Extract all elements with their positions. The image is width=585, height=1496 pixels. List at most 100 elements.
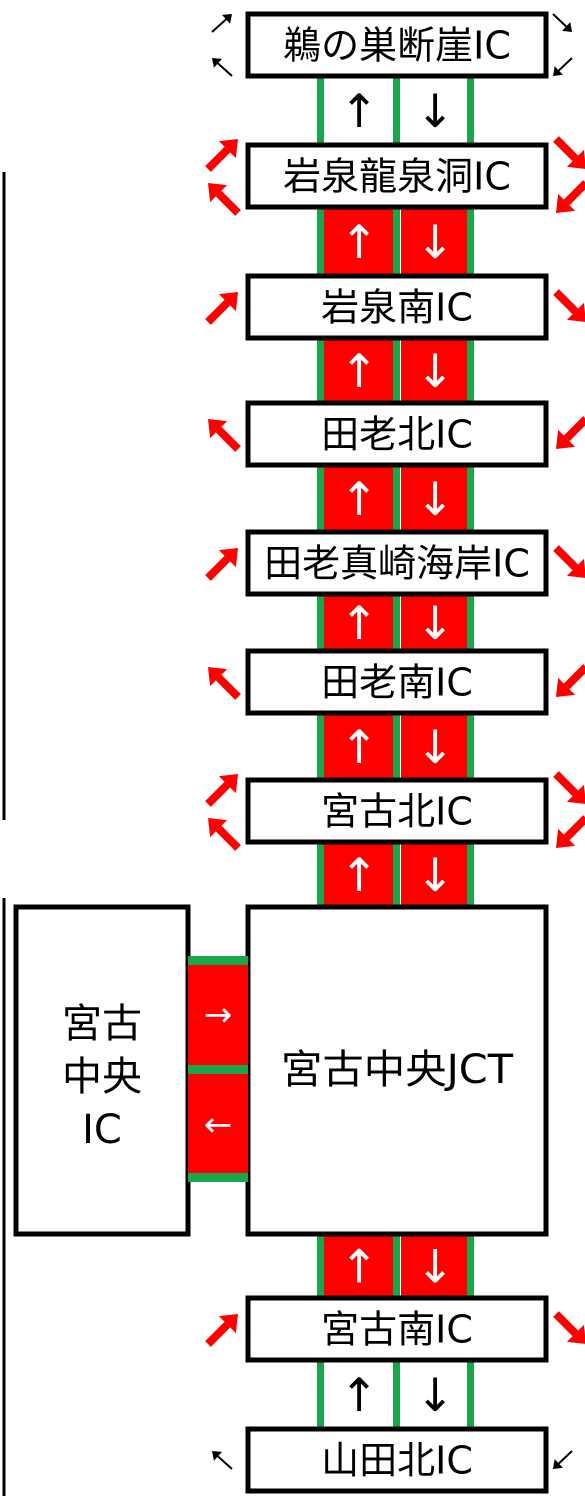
on-ramp-arrow-icon	[205, 774, 238, 807]
arrow-northbound: ↑	[340, 1240, 379, 1294]
interchange-label: 宮古北IC	[321, 790, 473, 834]
arrow-southbound: ↓	[416, 472, 455, 526]
ramp-arrows	[205, 13, 585, 1470]
lane-southbound	[401, 465, 470, 532]
side-ic-line-2: 中央	[62, 1054, 142, 1100]
arrow-southbound: ↓	[416, 344, 455, 398]
connector-green-middle	[188, 1065, 248, 1074]
interchange-label: 岩泉龍泉洞IC	[283, 155, 511, 199]
off-ramp-arrow-icon	[212, 1451, 233, 1470]
connector-green-bottom	[188, 1173, 248, 1182]
interchange-box	[245, 529, 549, 597]
lane-divider	[393, 207, 400, 276]
interchange-box	[245, 777, 549, 845]
arrow-northbound: ↑	[340, 84, 379, 138]
lane-divider	[317, 713, 324, 780]
lane-northbound	[323, 713, 395, 780]
arrow-northbound: ↑	[340, 215, 379, 269]
road-segment: ↑↓	[317, 465, 474, 532]
interchange-ic6: 田老南IC	[245, 648, 549, 716]
off-ramp-arrow-icon	[208, 667, 241, 700]
lane-northbound	[323, 842, 395, 907]
arrow-northbound: ↑	[340, 596, 379, 650]
off-ramp-arrow-icon	[553, 289, 585, 322]
lane-divider	[393, 1234, 400, 1298]
on-ramp-arrow-icon	[205, 292, 238, 325]
lane-southbound	[401, 842, 470, 907]
interchange-ic2: 岩泉龍泉洞IC	[245, 142, 549, 210]
on-ramp-arrow-icon	[556, 664, 585, 697]
road-segment: ↑↓	[317, 842, 474, 907]
interchange-box	[245, 400, 549, 468]
connector-arrow-east: →	[204, 995, 233, 1035]
on-ramp-arrow-icon	[205, 548, 238, 581]
arrow-southbound: ↓	[416, 596, 455, 650]
interchange-box	[245, 11, 549, 79]
side-ic-line-1: 宮古	[62, 1001, 142, 1047]
lane-divider	[317, 594, 324, 651]
lane-northbound	[323, 338, 395, 403]
lane-southbound	[401, 713, 470, 780]
on-ramp-arrow-icon	[553, 57, 573, 76]
interchange-label: 鵜の巣断崖IC	[283, 24, 511, 68]
interchange-box	[245, 648, 549, 716]
on-ramp-arrow-icon	[205, 139, 238, 172]
lane-divider	[393, 842, 400, 907]
interchange-box	[245, 1426, 549, 1494]
lane-divider	[393, 713, 400, 780]
interchange-ic8: 宮古南IC	[245, 1295, 549, 1363]
on-ramp-arrow-icon	[211, 14, 232, 33]
road-segment: ↑↓	[317, 713, 474, 780]
lane-divider	[393, 594, 400, 651]
lane-southbound	[401, 594, 470, 651]
interchange-ic7: 宮古北IC	[245, 777, 549, 845]
lane-divider	[393, 338, 400, 403]
off-ramp-arrow-icon	[552, 13, 572, 32]
off-ramp-arrow-icon	[212, 58, 233, 77]
lane-divider	[467, 465, 474, 532]
arrow-southbound: ↓	[416, 84, 455, 138]
arrow-northbound: ↑	[340, 344, 379, 398]
road-segments: ↑↓↑↓↑↓↑↓↑↓↑↓↑↓↑↓↑↓	[317, 76, 474, 1429]
lane-divider	[393, 465, 400, 532]
lane-divider	[317, 465, 324, 532]
arrow-northbound: ↑	[340, 472, 379, 526]
lane-divider	[467, 842, 474, 907]
arrow-northbound: ↑	[340, 1368, 379, 1422]
interchange-label: 田老南IC	[321, 661, 473, 705]
arrow-northbound: ↑	[340, 720, 379, 774]
lane-divider	[467, 207, 474, 276]
interchange-label: 宮古南IC	[321, 1308, 473, 1352]
off-ramp-arrow-icon	[208, 818, 241, 851]
interchange-box	[245, 273, 549, 341]
interchange-label: 岩泉南IC	[321, 286, 473, 330]
lane-divider	[317, 842, 324, 907]
lane-divider	[317, 338, 324, 403]
lane-divider	[317, 1360, 324, 1429]
lane-northbound	[323, 207, 395, 276]
road-segment: ↑↓	[317, 207, 474, 276]
interchange-box	[245, 142, 549, 210]
lane-divider	[467, 1234, 474, 1298]
road-segment: ↑↓	[317, 1234, 474, 1298]
road-segment: ↑↓	[317, 76, 474, 145]
lane-northbound	[323, 465, 395, 532]
interchange-ic1: 鵜の巣断崖IC	[245, 11, 549, 79]
lane-northbound	[323, 594, 395, 651]
interchange-boxes: 鵜の巣断崖IC岩泉龍泉洞IC岩泉南IC田老北IC田老真崎海岸IC田老南IC宮古北…	[245, 11, 549, 1494]
interchange-ic9: 山田北IC	[245, 1426, 549, 1494]
on-ramp-arrow-icon	[553, 1450, 573, 1469]
arrow-southbound: ↓	[416, 720, 455, 774]
on-ramp-arrow-icon	[205, 1314, 238, 1347]
connector-arrow-west: ←	[204, 1105, 233, 1145]
connector-lane-east	[188, 965, 248, 1065]
connector-lane-west	[188, 1074, 248, 1173]
on-ramp-arrow-icon	[556, 416, 585, 449]
junction-box	[245, 904, 549, 1237]
lane-divider	[317, 1234, 324, 1298]
interchange-ic4: 田老北IC	[245, 400, 549, 468]
off-ramp-arrow-icon	[553, 771, 585, 804]
road-segment: ↑↓	[317, 594, 474, 651]
lane-divider	[393, 1360, 400, 1429]
interchange-ic3: 岩泉南IC	[245, 273, 549, 341]
